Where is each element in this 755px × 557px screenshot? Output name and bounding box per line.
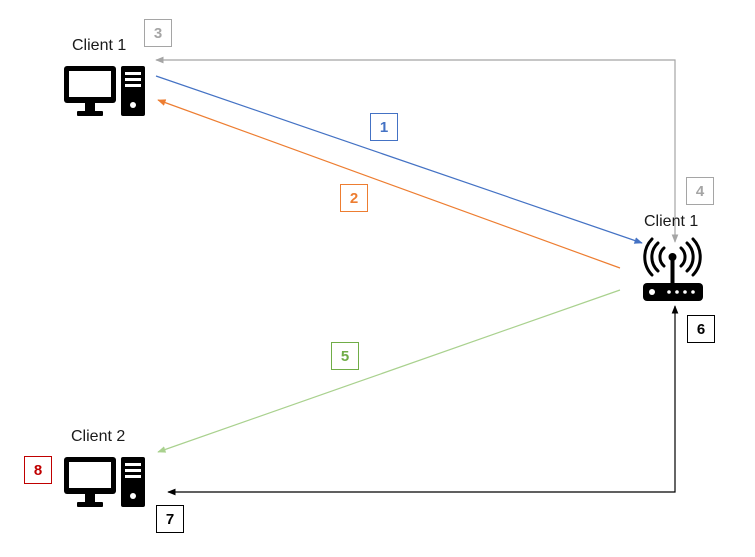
- client1-label: Client 1: [72, 37, 127, 54]
- client2-label: Client 2: [71, 428, 126, 445]
- step-badge-6: 6: [687, 315, 715, 343]
- arrow-step-3-4: [155, 56, 679, 243]
- desktop-computer-icon: [64, 66, 145, 116]
- step-badge-1: 1: [370, 113, 398, 141]
- step-badge-5: 5: [331, 342, 359, 370]
- wifi-router-icon: [643, 237, 703, 301]
- step-badge-4: 4: [686, 177, 714, 205]
- desktop-computer-icon: [64, 457, 145, 507]
- step-badge-8: 8: [24, 456, 52, 484]
- arrow-step-1: [155, 75, 643, 244]
- step-badge-2: 2: [340, 184, 368, 212]
- arrow-step-5: [157, 289, 621, 453]
- arrow-step-6-7: [167, 305, 679, 496]
- step-badge-3: 3: [144, 19, 172, 47]
- step-badge-7: 7: [156, 505, 184, 533]
- router-label: Client 1: [644, 213, 699, 230]
